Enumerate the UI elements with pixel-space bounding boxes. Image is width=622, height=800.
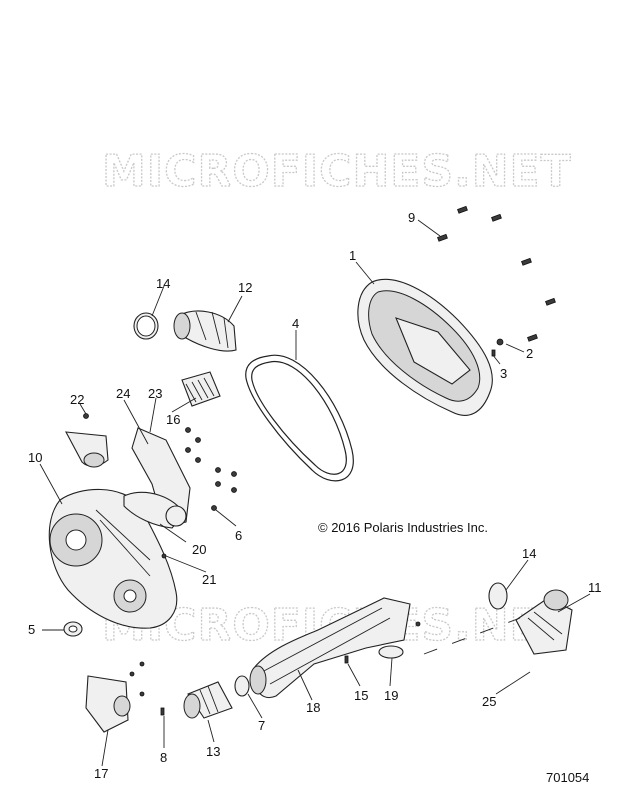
bracket-17 bbox=[85, 675, 131, 733]
callout-3: 3 bbox=[500, 366, 507, 381]
clamp-19 bbox=[378, 645, 404, 659]
callout-6: 6 bbox=[235, 528, 242, 543]
callout-21: 21 bbox=[202, 572, 216, 587]
callout-12: 12 bbox=[238, 280, 252, 295]
callout-13: 13 bbox=[206, 744, 220, 759]
callouts: 1 2 3 4 5 6 7 8 9 10 11 12 13 14 14 15 1… bbox=[28, 210, 602, 781]
leader-lines bbox=[39, 219, 591, 767]
screws-6-23 bbox=[83, 413, 237, 559]
drive-belt bbox=[245, 354, 354, 482]
callout-18: 18 bbox=[306, 700, 320, 715]
document-number: 701054 bbox=[546, 770, 589, 785]
intake-duct-18 bbox=[249, 597, 411, 698]
boot-13 bbox=[183, 681, 233, 719]
callout-15: 15 bbox=[354, 688, 368, 703]
callout-8: 8 bbox=[160, 750, 167, 765]
callout-19: 19 bbox=[384, 688, 398, 703]
copyright-text: © 2016 Polaris Industries Inc. bbox=[318, 520, 488, 535]
intake-duct-12 bbox=[133, 310, 237, 352]
callout-9: 9 bbox=[408, 210, 415, 225]
boot-22 bbox=[65, 431, 109, 468]
callout-25: 25 bbox=[482, 694, 496, 709]
watermark-top: MICROFICHES.NET bbox=[102, 146, 572, 197]
callout-24: 24 bbox=[116, 386, 130, 401]
duct-20-24 bbox=[123, 427, 191, 529]
callout-14-right: 14 bbox=[522, 546, 536, 561]
filter-16 bbox=[181, 371, 221, 407]
screws-9 bbox=[437, 205, 556, 357]
callout-4: 4 bbox=[292, 316, 299, 331]
callout-17: 17 bbox=[94, 766, 108, 781]
washer-5 bbox=[63, 621, 83, 637]
screws-8-15 bbox=[129, 621, 421, 716]
clamp-7 bbox=[234, 675, 250, 697]
callout-1: 1 bbox=[349, 248, 356, 263]
callout-7: 7 bbox=[258, 718, 265, 733]
clamp-14-right bbox=[488, 582, 508, 610]
inner-clutch-cover bbox=[48, 488, 178, 629]
callout-23: 23 bbox=[148, 386, 162, 401]
callout-16: 16 bbox=[166, 412, 180, 427]
callout-5: 5 bbox=[28, 622, 35, 637]
callout-2: 2 bbox=[526, 346, 533, 361]
outer-clutch-cover bbox=[357, 278, 493, 416]
callout-10: 10 bbox=[28, 450, 42, 465]
callout-22: 22 bbox=[70, 392, 84, 407]
callout-14-top: 14 bbox=[156, 276, 170, 291]
callout-20: 20 bbox=[192, 542, 206, 557]
callout-11: 11 bbox=[588, 580, 602, 595]
